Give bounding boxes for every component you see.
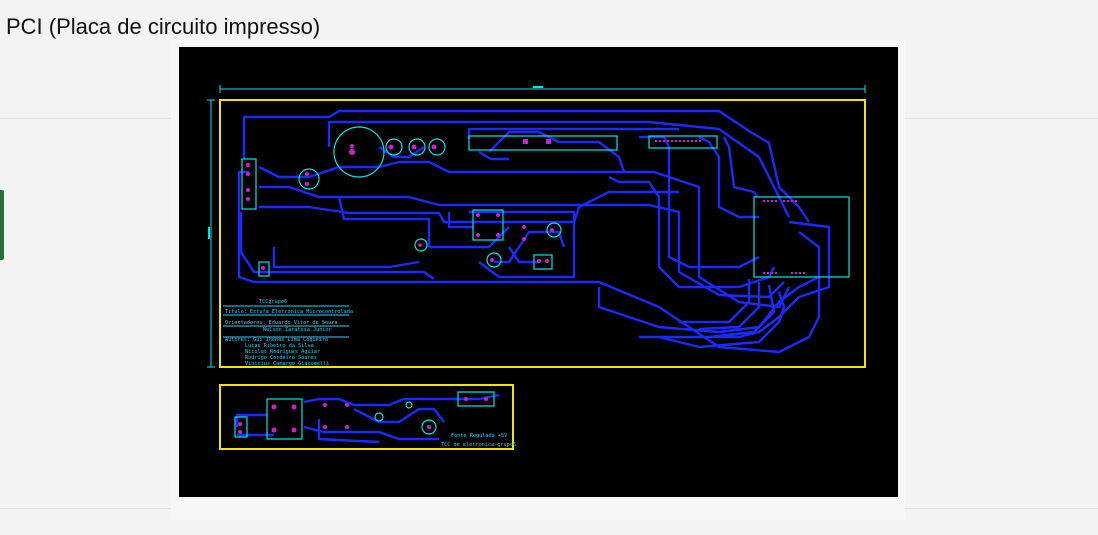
pcb-layout-image: TCCgrupo6 Titulo: Estufa Eletronica Micr… <box>179 47 898 497</box>
pcb-authors-line-5: Vinicius Camargo Giacomelli <box>245 361 329 367</box>
pcb-advisors-line-2: Nelson Zaratosa Junior <box>263 327 332 333</box>
title-block-lines <box>223 305 349 338</box>
power-traces <box>235 393 500 444</box>
side-tab[interactable] <box>0 190 4 260</box>
pcb-authors-line-1: Autores: Gui Jhonas Lima Coqueiro <box>225 337 328 343</box>
pcb-authors-line-4: Rodrigo Cordeiro Soares <box>245 355 317 361</box>
header-pins <box>655 140 805 274</box>
pcb-project-label: TCCgrupo6 <box>259 299 287 305</box>
pcb-authors-line-3: Nicolas Rodrigues Aguiar <box>245 349 320 355</box>
main-traces <box>237 109 831 354</box>
dimension-lines <box>207 85 866 368</box>
power-board-label-2: TCC de eletronica-grupo6 <box>441 442 516 448</box>
pads <box>238 139 554 434</box>
page-title: PCI (Placa de circuito impresso) <box>6 14 321 39</box>
pcb-drawing: TCCgrupo6 Titulo: Estufa Eletronica Micr… <box>207 85 866 450</box>
pcb-title-line: Titulo: Estufa Eletronica Microcontrolad… <box>225 309 353 315</box>
power-board-label-1: Fonte Regulada +5V <box>451 433 507 439</box>
pcb-advisors-line-1: Orientadores: Eduardo Vitor de Souza <box>225 320 337 326</box>
pcb-authors-line-2: Lucas Ribeiro da Silva <box>245 343 314 349</box>
power-board-edge <box>219 384 514 450</box>
main-board-edge <box>219 99 866 368</box>
component-outlines <box>234 126 850 440</box>
